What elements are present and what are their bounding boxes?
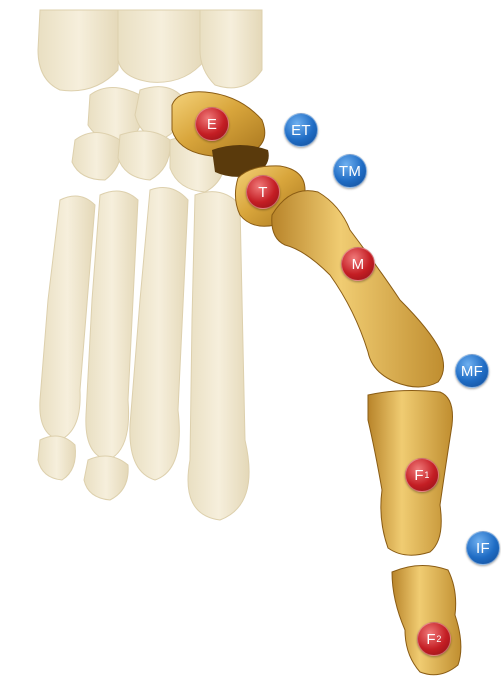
joint-marker-tm: TM (333, 154, 367, 188)
bone-marker-e-text: E (207, 116, 217, 133)
faded-metatarsal-bones (38, 188, 249, 520)
bone-marker-m: M (341, 247, 375, 281)
joint-marker-tm-text: TM (339, 163, 361, 180)
joint-marker-mf: MF (455, 354, 489, 388)
bone-marker-m-text: M (352, 256, 365, 273)
bone-marker-t-text: T (258, 184, 267, 201)
first-metatarsal (272, 191, 444, 387)
joint-marker-et-text: ET (291, 122, 311, 139)
bone-marker-t: T (246, 175, 280, 209)
joint-marker-if-text: IF (476, 540, 490, 557)
joint-marker-mf-text: MF (461, 363, 483, 380)
joint-marker-if: IF (466, 531, 500, 565)
bone-marker-e: E (195, 107, 229, 141)
bone-marker-f1-text: F (414, 467, 423, 484)
bone-marker-f1-subscript: 1 (424, 470, 429, 480)
distal-phalanx (392, 565, 461, 674)
bone-marker-f2-text: F (426, 631, 435, 648)
joint-marker-et: ET (284, 113, 318, 147)
bone-marker-f2-subscript: 2 (436, 634, 441, 644)
